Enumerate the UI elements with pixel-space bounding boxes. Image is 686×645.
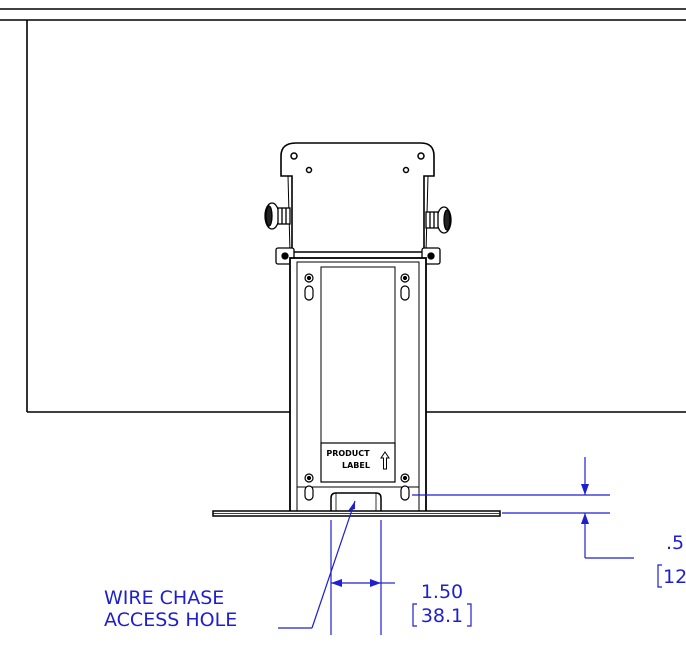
width-mm-brackets <box>412 603 472 627</box>
keyhole-slots <box>304 273 410 501</box>
callout-line2: ACCESS HOLE <box>104 609 237 631</box>
tilt-knob-right <box>425 206 452 234</box>
callout-leader <box>278 500 356 629</box>
product-label-line2: LABEL <box>342 461 370 470</box>
product-label-line1: PRODUCT <box>326 449 370 458</box>
base-plate <box>212 510 501 517</box>
height-mm-bracket <box>657 564 662 588</box>
width-dimension-mm: 38.1 <box>421 605 463 627</box>
callout-arrowhead <box>348 501 355 511</box>
tilt-knob-left <box>264 202 291 230</box>
mounting-plate <box>280 142 435 253</box>
up-arrow-icon <box>380 451 390 470</box>
width-dimension-inches: 1.50 <box>421 581 463 603</box>
wire-chase-access-hole <box>330 492 382 512</box>
plate-hole-inner-left <box>305 166 313 174</box>
monitor-outline <box>0 8 686 413</box>
width-dimension <box>330 520 395 635</box>
height-dimension <box>412 457 634 559</box>
pole-column <box>289 257 427 513</box>
height-dimension-inches: .5 <box>666 532 684 554</box>
height-dimension-mm: 12 <box>663 566 686 588</box>
callout-line1: WIRE CHASE <box>104 587 224 609</box>
plate-hole-inner-right <box>402 166 410 174</box>
plate-hole-top-right <box>417 152 425 160</box>
plate-hole-top-left <box>290 152 298 160</box>
